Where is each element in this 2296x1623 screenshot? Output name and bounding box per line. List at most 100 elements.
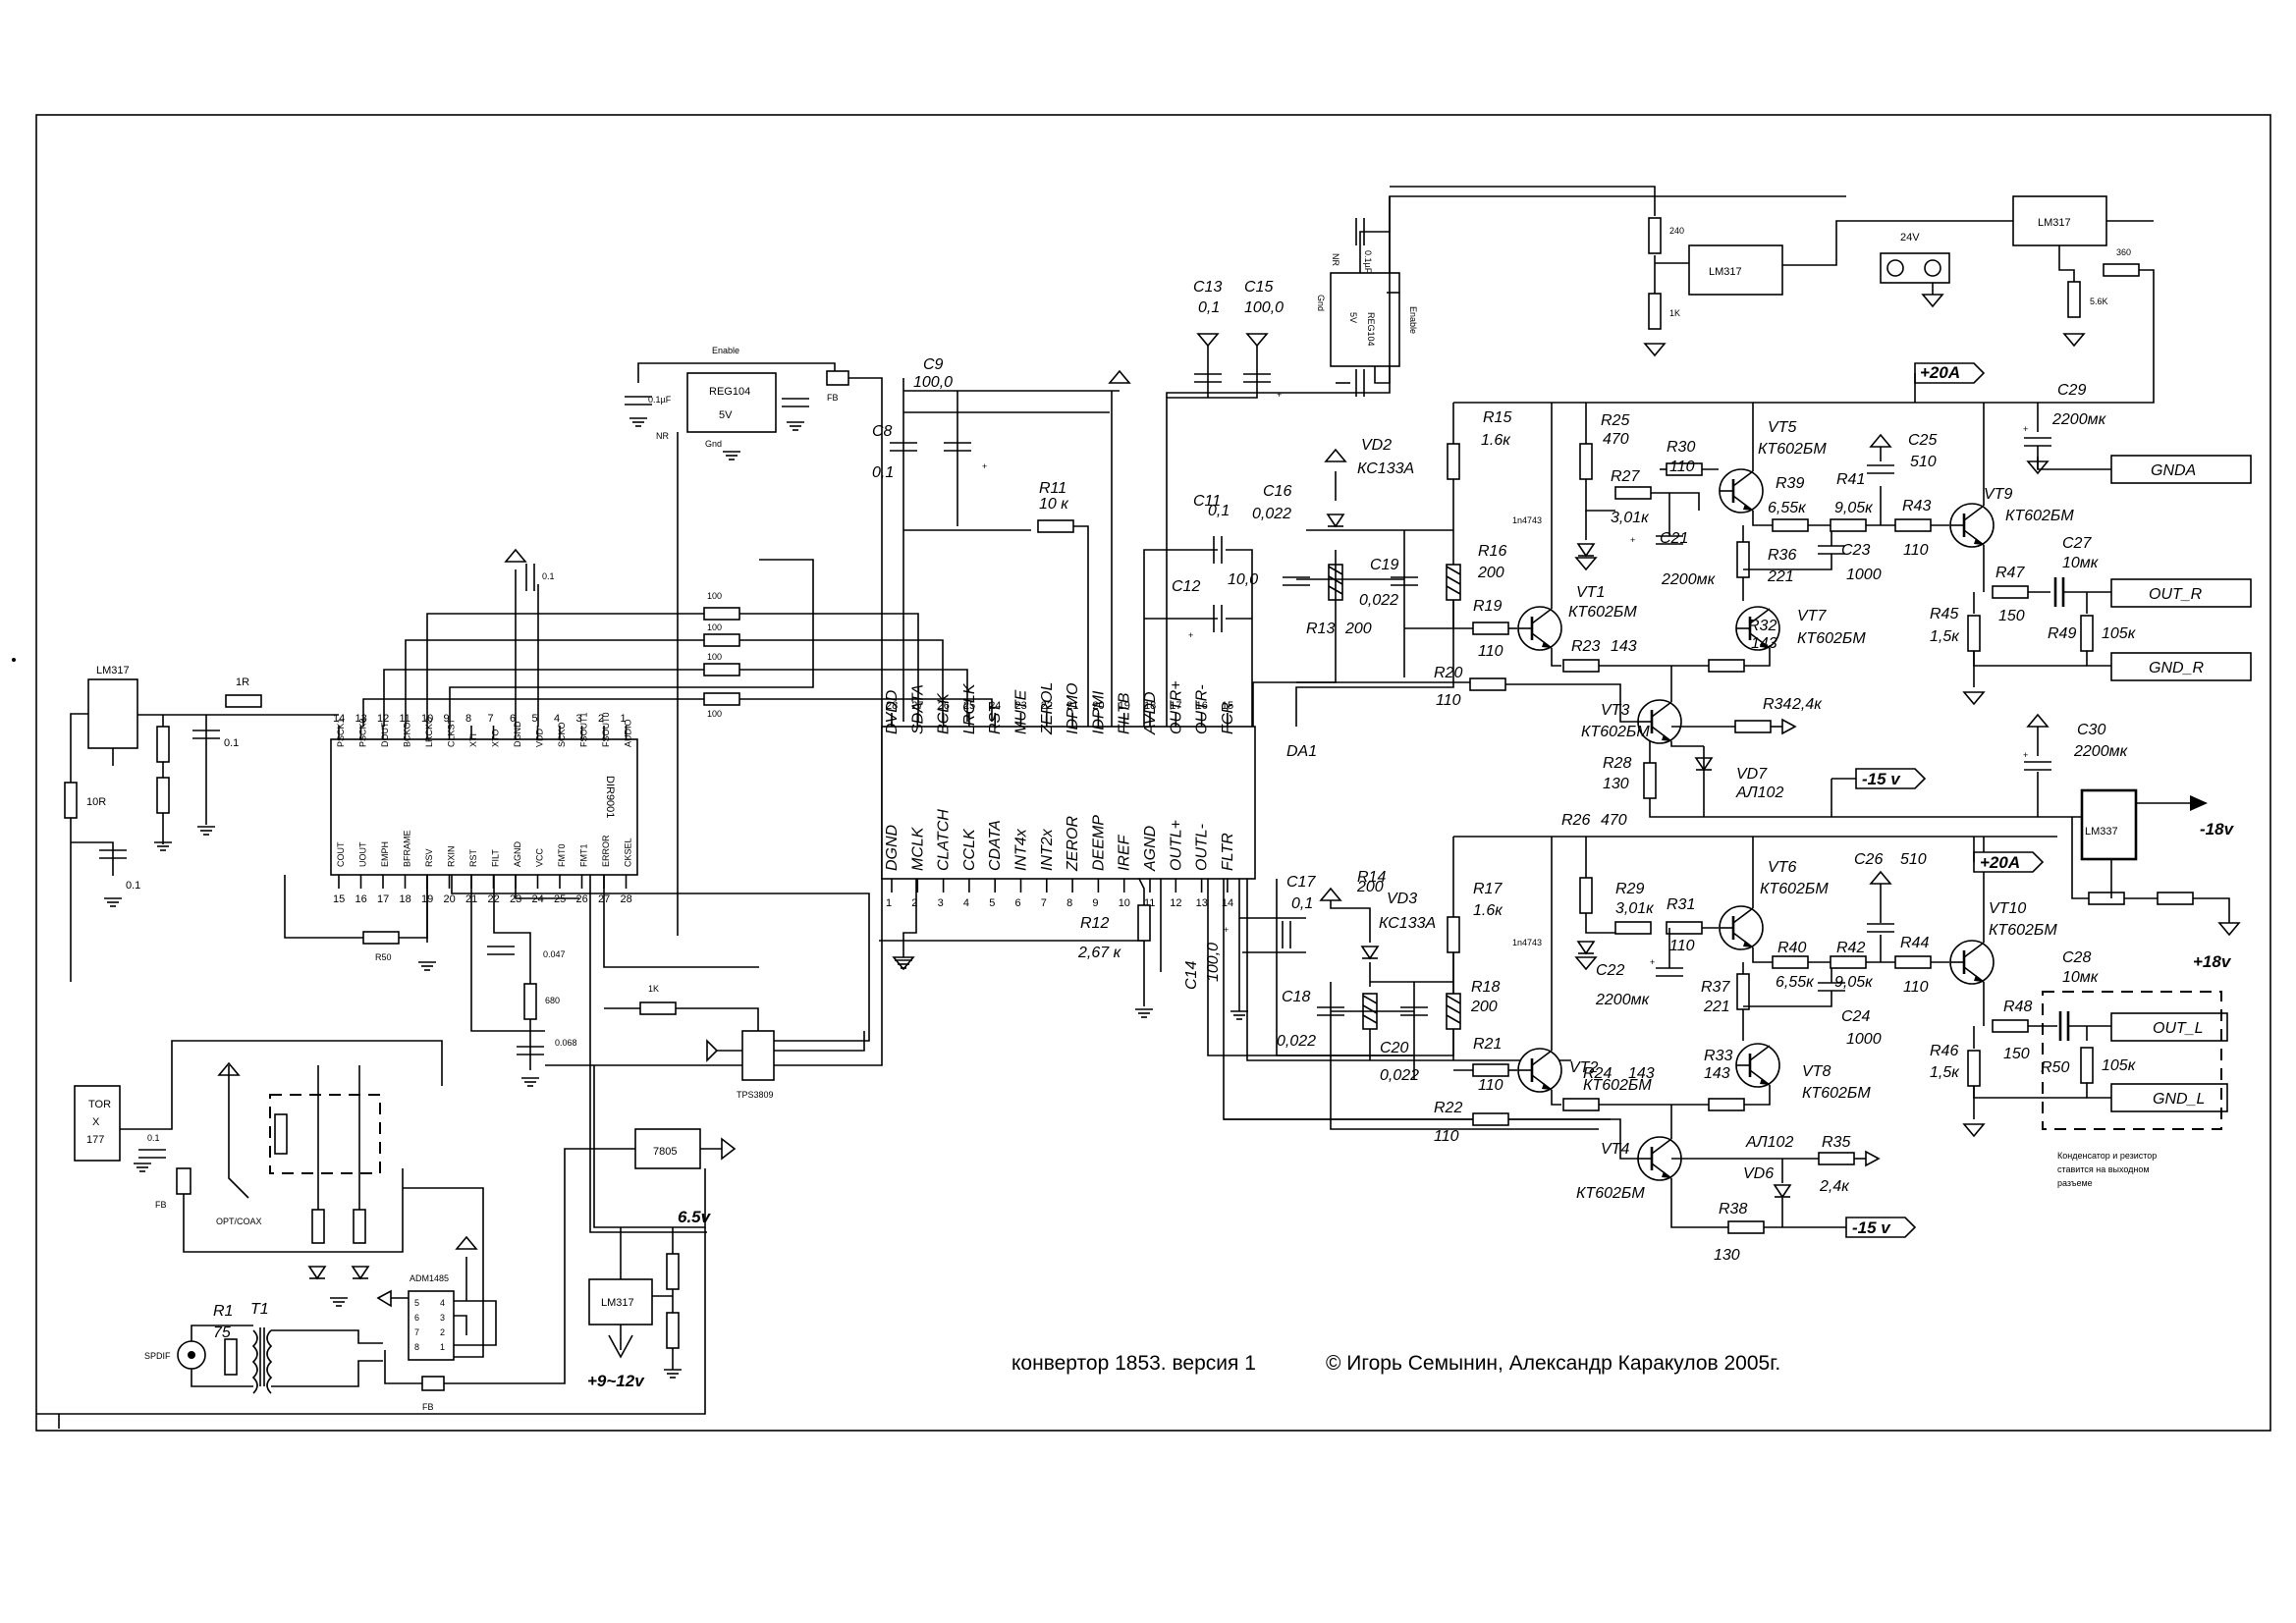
- svg-text:0,1: 0,1: [1208, 503, 1230, 519]
- pin-label: XTI: [468, 733, 478, 747]
- pin-label: EMPH: [380, 841, 390, 867]
- svg-text:2200мк: 2200мк: [2051, 411, 2107, 428]
- da1-supply-caps: + C8 0,1 C9 100,0 R11 10 к R12 2,67 к C1…: [872, 195, 1846, 1018]
- svg-text:КС133А: КС133А: [1357, 460, 1414, 477]
- svg-text:8: 8: [414, 1342, 419, 1352]
- pin-number: 13: [1196, 897, 1208, 909]
- svg-text:R43: R43: [1902, 498, 1931, 514]
- svg-text:+: +: [1277, 390, 1282, 400]
- lm317-lower: LM317 +9~12v: [36, 1227, 706, 1429]
- svg-text:0.1µF: 0.1µF: [648, 395, 672, 405]
- svg-text:0,022: 0,022: [1380, 1067, 1419, 1084]
- pin-number: 3: [938, 897, 944, 909]
- pin-label: VDD: [535, 728, 545, 747]
- svg-text:4: 4: [440, 1298, 445, 1308]
- svg-text:R38: R38: [1719, 1201, 1747, 1217]
- pin-number: 11: [1144, 897, 1155, 909]
- svg-text:FB: FB: [827, 393, 839, 403]
- svg-text:2,4к: 2,4к: [1791, 696, 1823, 713]
- svg-text:R41: R41: [1836, 471, 1865, 488]
- pin-label: CLATCH: [936, 809, 953, 871]
- pin-number: 9: [444, 713, 450, 725]
- svg-text:разъеме: разъеме: [2057, 1178, 2093, 1188]
- pin-number: 25: [554, 893, 566, 905]
- svg-text:Gnd: Gnd: [1316, 295, 1326, 311]
- svg-text:110: 110: [1436, 692, 1461, 709]
- pin-label: DOUT: [380, 722, 390, 747]
- pin-label: OUTR+: [1168, 680, 1184, 734]
- svg-text:R11: R11: [1039, 480, 1066, 497]
- pin-number: 14: [333, 713, 345, 725]
- output-stage-left: R17 1.6к VD3 КС133А R14 200 R18 200 C18 …: [1183, 812, 2228, 1264]
- svg-text:10,0: 10,0: [1228, 571, 1258, 588]
- svg-text:200: 200: [1477, 565, 1504, 581]
- pin-label: CDATA: [987, 820, 1004, 871]
- schematic-caption: конвертор 1853. версия 1: [1011, 1352, 1256, 1375]
- svg-text:6.5v: 6.5v: [678, 1208, 712, 1226]
- svg-text:Enable: Enable: [1408, 306, 1418, 334]
- svg-text:R18: R18: [1471, 979, 1500, 996]
- svg-text:C28: C28: [2062, 949, 2091, 966]
- svg-text:7: 7: [414, 1327, 419, 1337]
- svg-text:221: 221: [1767, 568, 1794, 585]
- svg-text:R39: R39: [1776, 475, 1804, 492]
- pin-label: AUDIO: [624, 719, 633, 747]
- pin-number: 6: [510, 713, 516, 725]
- svg-text:C19: C19: [1370, 557, 1398, 573]
- svg-text:2200мк: 2200мк: [2073, 743, 2129, 760]
- svg-text:VT2: VT2: [1569, 1059, 1598, 1076]
- svg-text:200: 200: [1344, 621, 1372, 637]
- svg-text:C17: C17: [1286, 874, 1316, 891]
- svg-text:R19: R19: [1473, 598, 1502, 615]
- svg-text:0,022: 0,022: [1359, 592, 1398, 609]
- svg-text:OPT/COAX: OPT/COAX: [216, 1217, 262, 1226]
- pin-number: 3: [576, 713, 582, 725]
- pin-label: PSCK0: [358, 718, 368, 747]
- svg-text:1n4743: 1n4743: [1512, 515, 1542, 525]
- svg-text:1: 1: [440, 1342, 445, 1352]
- svg-text:DIR9001: DIR9001: [604, 776, 616, 818]
- lm337-block: + C30 2200мк LM337 -18v +18v: [2023, 714, 2240, 971]
- pin-number: 24: [532, 893, 544, 905]
- svg-text:R46: R46: [1930, 1043, 1958, 1059]
- svg-text:1.6к: 1.6к: [1473, 902, 1503, 919]
- svg-text:R40: R40: [1777, 940, 1806, 956]
- pin-label: LRCKO: [424, 717, 434, 747]
- pin-number: 21: [1066, 700, 1078, 712]
- pin-label: FILTB: [1117, 692, 1133, 734]
- spdif-input: SPDIF R1 75 T1: [144, 1301, 383, 1394]
- svg-text:3,01к: 3,01к: [1611, 510, 1650, 526]
- svg-text:R25: R25: [1601, 412, 1629, 429]
- pin-label: AGND: [1142, 825, 1159, 872]
- pin-label: SDATA: [909, 684, 926, 734]
- svg-text:100,0: 100,0: [1205, 943, 1222, 982]
- pin-number: 8: [1066, 897, 1072, 909]
- svg-text:+20A: +20A: [1920, 363, 1960, 382]
- svg-text:FB: FB: [155, 1200, 167, 1210]
- svg-text:110: 110: [1903, 542, 1929, 559]
- pin-label: FLTR: [1220, 833, 1236, 871]
- svg-text:R24: R24: [1583, 1065, 1612, 1082]
- pin-label: COUT: [336, 841, 346, 867]
- svg-text:9,05к: 9,05к: [1834, 974, 1874, 991]
- torx-177: TOR X 177 0.1 FB OPT/COAX: [74, 1040, 443, 1307]
- svg-text:R1: R1: [213, 1303, 233, 1320]
- svg-text:100: 100: [707, 652, 722, 662]
- svg-text:+20A: +20A: [1980, 853, 2020, 872]
- svg-text:R47: R47: [1995, 565, 2025, 581]
- svg-text:LM337: LM337: [2085, 826, 2118, 838]
- svg-text:3: 3: [440, 1313, 445, 1323]
- svg-text:C8: C8: [872, 423, 893, 440]
- pin-number: 4: [554, 713, 560, 725]
- svg-text:Конденсатор и резистор: Конденсатор и резистор: [2057, 1151, 2157, 1161]
- svg-text:R28: R28: [1603, 755, 1631, 772]
- svg-text:R29: R29: [1615, 881, 1644, 897]
- svg-text:143: 143: [1611, 638, 1637, 655]
- pin-number: 9: [1092, 897, 1098, 909]
- svg-text:110: 110: [1478, 1077, 1503, 1094]
- pin-label: FCR: [1220, 702, 1236, 734]
- svg-text:240: 240: [1669, 226, 1684, 236]
- svg-text:LM317: LM317: [1709, 266, 1742, 278]
- svg-text:200: 200: [1356, 879, 1384, 895]
- svg-text:-15 v: -15 v: [1862, 770, 1901, 788]
